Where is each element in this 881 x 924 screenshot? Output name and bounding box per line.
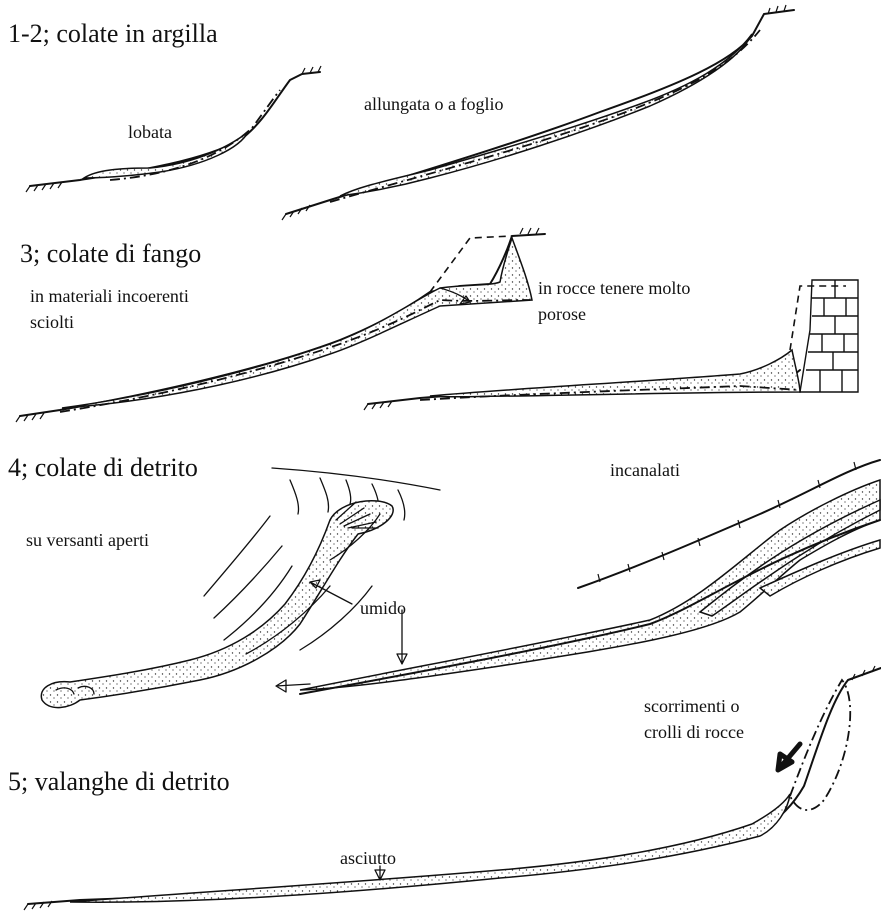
debris-avalanche-section: 5; valanghe di detrito scorrimenti o cro… [8,666,881,910]
dry-label: asciutto [340,848,396,868]
debris-flows-section: 4; colate di detrito su versanti aperti … [8,453,880,708]
slides-label-line1: scorrimenti o [644,696,739,716]
elongated-flow-sketch: allungata o a foglio [282,5,794,220]
lobate-flow-sketch: lobata [26,66,321,192]
mud-loose-label-line1: in materiali incoerenti [30,286,189,306]
mud-flows-section: 3; colate di fango in materiali incoeren… [16,228,858,422]
mud-rock-label-line1: in rocce tenere molto [538,278,690,298]
brick-rock-face [800,280,858,392]
debris-flows-heading: 4; colate di detrito [8,453,198,482]
debris-open-slopes-label: su versanti aperti [26,530,149,550]
mud-flows-heading: 3; colate di fango [20,239,201,268]
wet-label: umido [360,598,406,618]
slides-label-line2: crolli di rocce [644,722,744,742]
lobate-flow-label: lobata [128,122,172,142]
debris-avalanche-heading: 5; valanghe di detrito [8,767,230,796]
channelled-debris-sketch [276,460,880,694]
mud-rock-label-line2: porose [538,304,586,324]
clay-flows-section: 1-2; colate in argilla lobata allungata … [8,5,794,220]
debris-channelled-label: incanalati [610,460,680,480]
open-slope-debris-sketch: umido [41,468,440,708]
clay-flows-heading: 1-2; colate in argilla [8,19,218,48]
mud-loose-label-line2: sciolti [30,312,74,332]
elongated-flow-label: allungata o a foglio [364,94,503,114]
